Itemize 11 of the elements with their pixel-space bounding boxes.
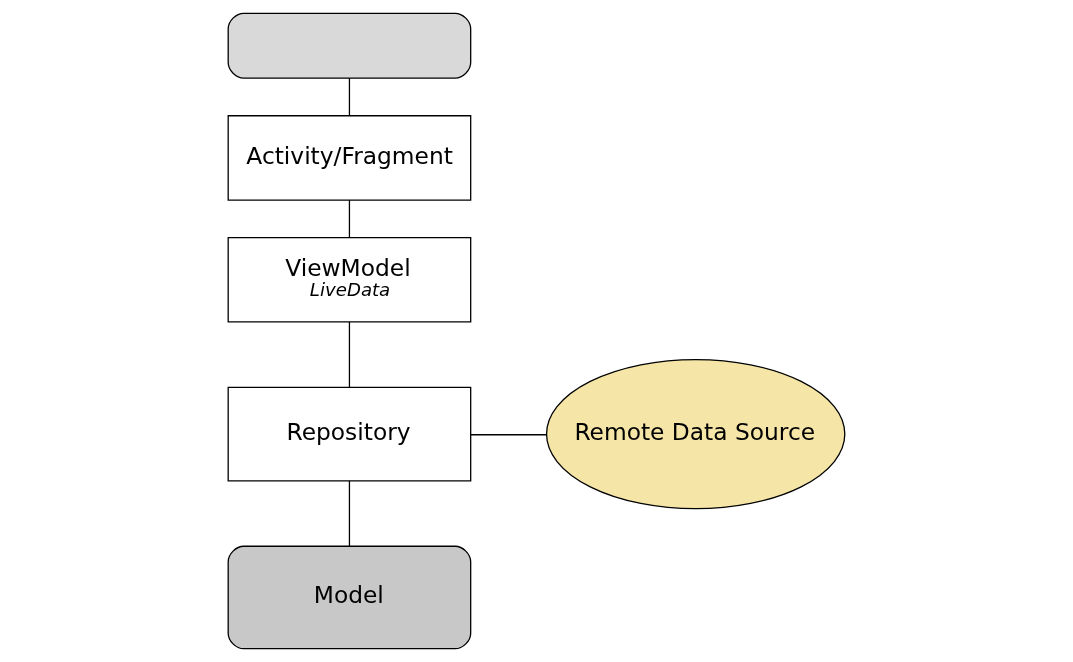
node-ellipse: Remote Data Source xyxy=(545,358,846,510)
connector xyxy=(348,480,351,547)
connector xyxy=(470,434,548,436)
node-box: ViewModel LiveData xyxy=(227,237,472,323)
node-box: Repository xyxy=(227,386,472,482)
connector xyxy=(348,77,351,117)
node-box: Activity/Fragment xyxy=(227,115,472,201)
connector xyxy=(348,199,351,239)
node-box xyxy=(227,12,472,79)
connector xyxy=(348,321,351,388)
node-box: Model xyxy=(227,545,472,650)
